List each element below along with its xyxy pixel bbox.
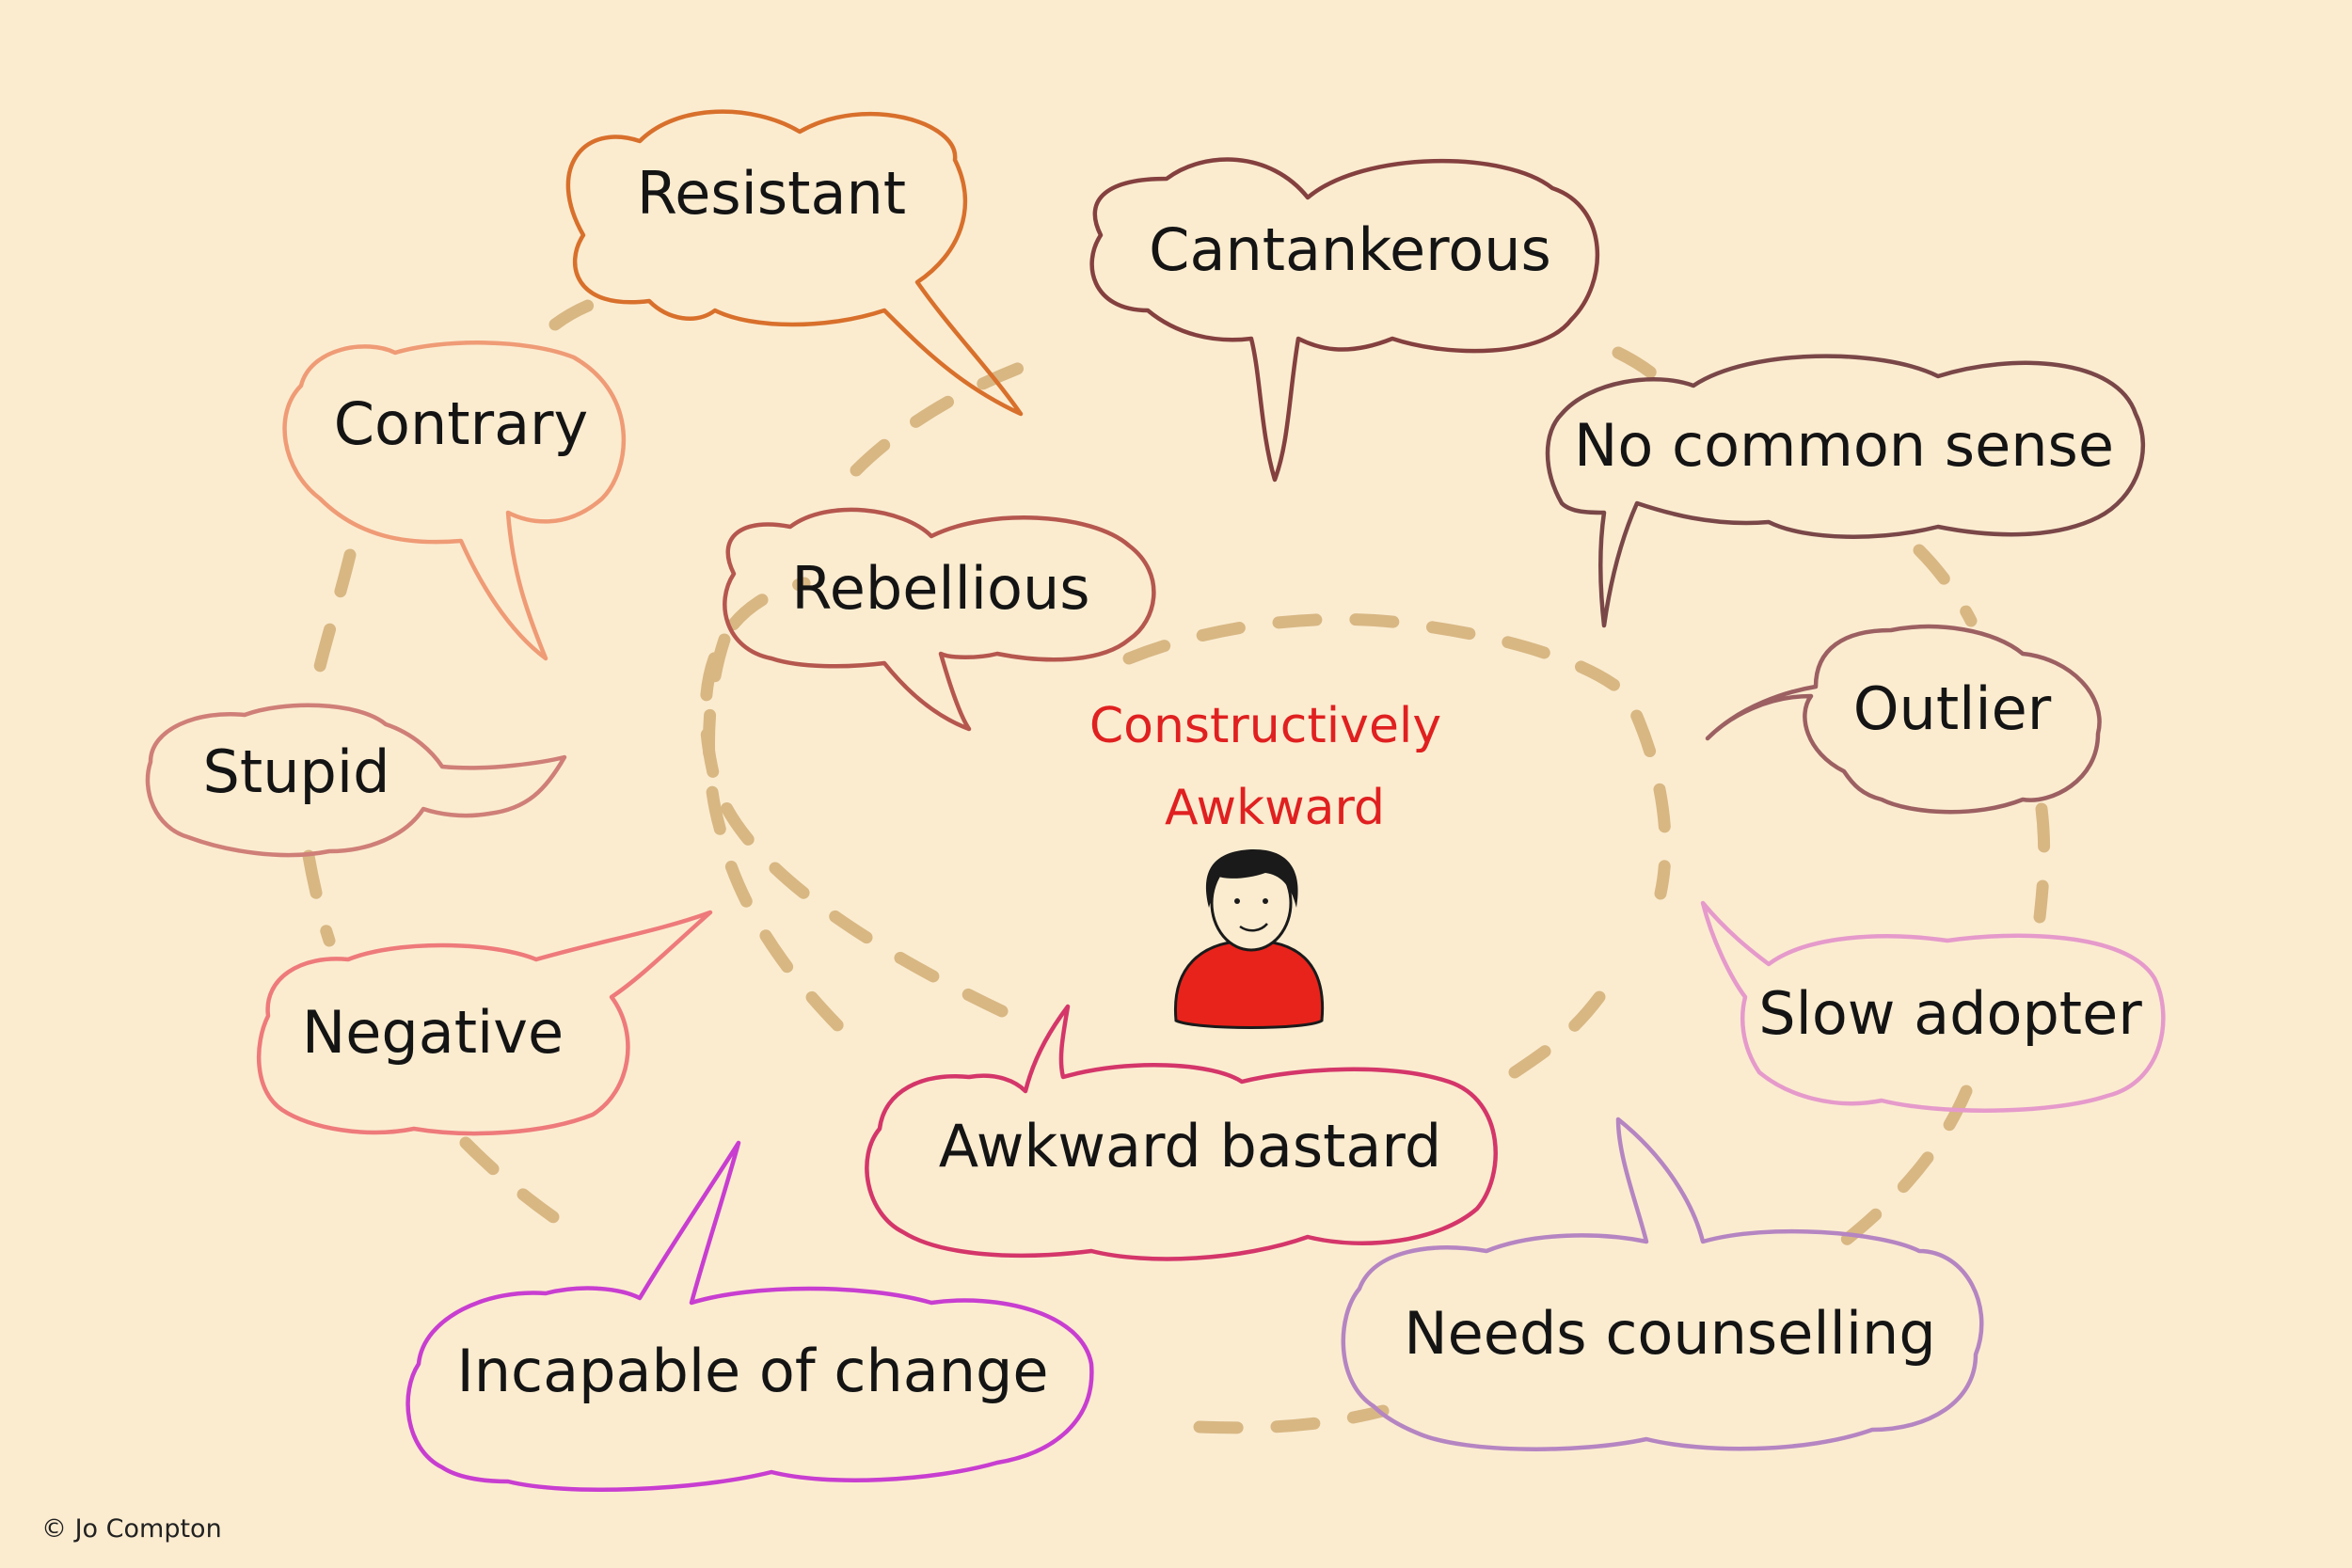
bubble-no-common-sense: No common sense: [1545, 354, 2146, 628]
bubble-label: Stupid: [203, 737, 390, 806]
inner-top-arc-dashes: [850, 356, 1041, 477]
center-label: Constructively Awkward: [1089, 698, 1441, 836]
bubble-incapable-of-change: Incapable of change: [405, 1140, 1094, 1492]
bubble-negative: Negative: [257, 910, 713, 1136]
bubble-label: Awkward bastard: [939, 1112, 1441, 1180]
bubble-label: Rebellious: [791, 554, 1089, 623]
center-label-line2: Awkward: [1165, 780, 1385, 836]
bubble-cantankerous: Cantankerous: [1089, 157, 1600, 483]
outer-bottom-dashes: [1193, 1404, 1390, 1434]
bubble-label: Needs counselling: [1404, 1299, 1935, 1368]
bubble-outline: [1089, 157, 1600, 483]
outer-left-top-dashes: [548, 291, 618, 331]
bubble-outline: [282, 341, 627, 661]
bubble-awkward-bastard: Awkward bastard: [865, 1004, 1498, 1261]
inner-left-arc-dashes: [703, 633, 863, 1051]
person-eye-right: [1263, 898, 1268, 904]
bubble-outline: [145, 703, 567, 858]
bubble-label: Resistant: [637, 159, 906, 228]
bubble-outline: [723, 507, 1156, 732]
bubble-outline: [405, 1140, 1094, 1492]
bubble-outline: [1341, 1117, 1984, 1451]
outer-right-lower-dashes: [1837, 1085, 1973, 1248]
outer-left-mid-dashes: [302, 849, 336, 947]
dashed-connectors: [302, 291, 2051, 1434]
copyright-credit: © Jo Compton: [41, 1514, 222, 1544]
bubble-outline: [257, 910, 713, 1136]
bubble-label: Slow adopter: [1758, 979, 2142, 1048]
person-mouth: [1239, 923, 1268, 932]
person-eye-left: [1234, 898, 1240, 904]
bubble-needs-counselling: Needs counselling: [1341, 1117, 1984, 1451]
bubble-label: Negative: [302, 998, 564, 1067]
outer-left-lower-dashes: [459, 1136, 590, 1243]
bubble-rebellious: Rebellious: [723, 507, 1156, 732]
bubble-label: No common sense: [1574, 411, 2114, 480]
person-body: [1173, 939, 1325, 1029]
bubble-label: Cantankerous: [1149, 215, 1551, 284]
bubble-label: Incapable of change: [456, 1337, 1048, 1405]
person-hair: [1206, 848, 1298, 908]
bubble-stupid: Stupid: [145, 703, 567, 858]
bubble-outline: [1700, 900, 2166, 1113]
bubble-outline: [565, 109, 1024, 417]
outer-left-upper-dashes: [306, 548, 357, 707]
bubble-outlier: Outlier: [1705, 624, 2102, 815]
outer-right-mid-dashes: [2033, 802, 2051, 924]
bubble-label: Outlier: [1853, 674, 2052, 743]
bubble-slow-adopter: Slow adopter: [1700, 900, 2166, 1113]
outer-right-upper-dashes: [1913, 544, 1978, 627]
person-icon: [1173, 848, 1325, 1029]
bubble-label: Contrary: [334, 389, 589, 458]
bubbles: Resistant Cantankerous Contrary No commo…: [145, 109, 2166, 1492]
bubble-outline: [1705, 624, 2102, 815]
bubble-resistant: Resistant: [565, 109, 1024, 417]
outer-right-top-dashes: [1612, 346, 1667, 388]
bubble-outline: [1545, 354, 2146, 628]
bubble-outline: [865, 1004, 1498, 1261]
inner-circle-dashes: [699, 577, 1672, 1079]
center-label-line1: Constructively: [1089, 698, 1441, 754]
bubble-contrary: Contrary: [282, 341, 627, 661]
